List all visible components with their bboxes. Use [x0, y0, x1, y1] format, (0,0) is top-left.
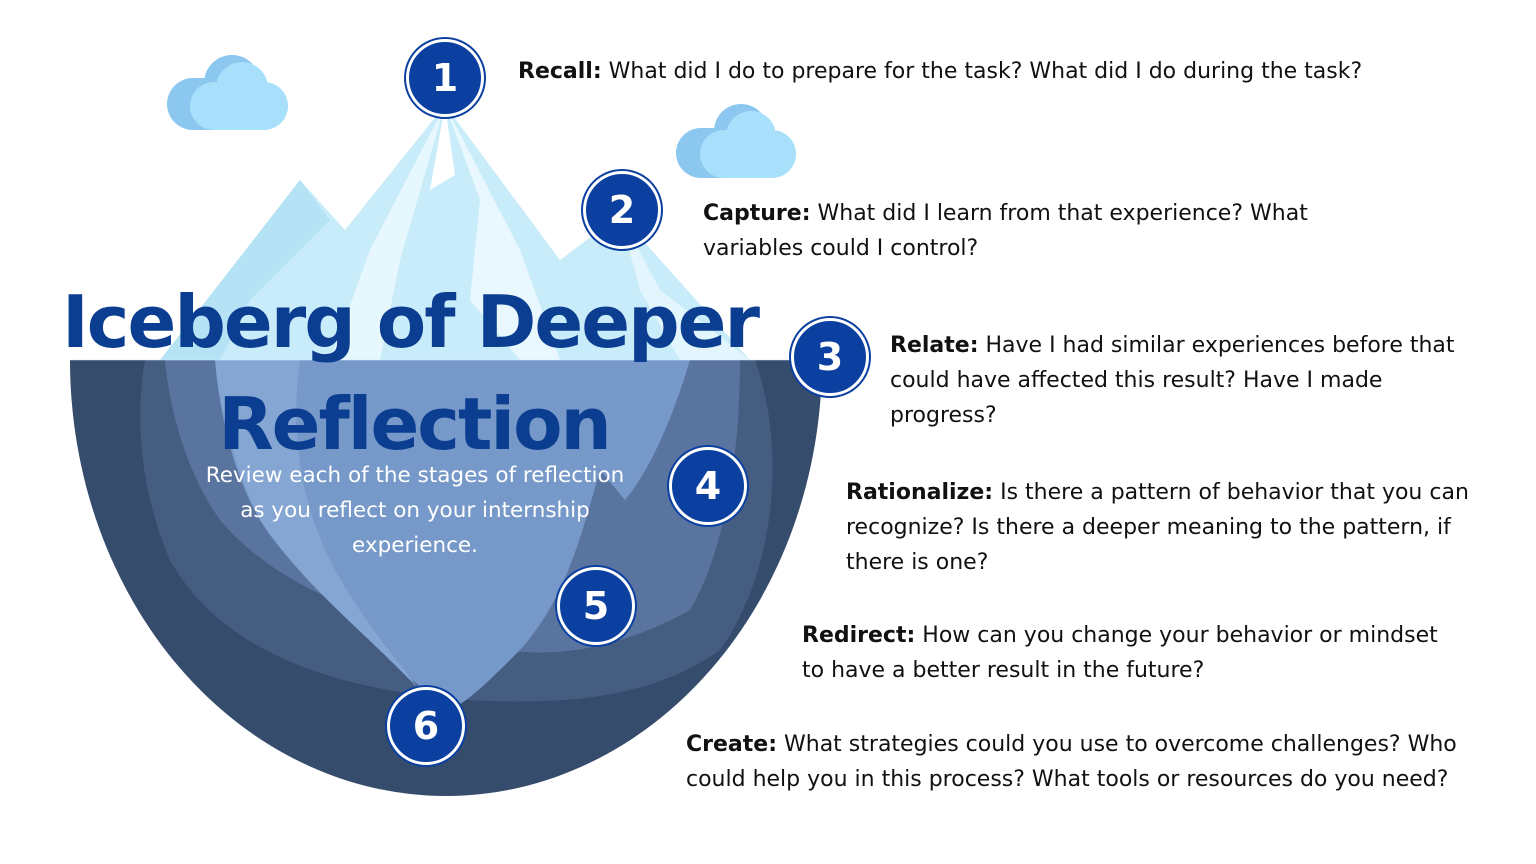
stage-name-separator: : [906, 623, 916, 648]
stage-description-4: Rationalize: Is there a pattern of behav… [846, 475, 1486, 580]
cloud-icon [167, 55, 288, 130]
stage-description-2: Capture: What did I learn from that expe… [703, 196, 1323, 266]
iceberg-tip [160, 105, 750, 360]
stage-badge-2: 2 [583, 171, 661, 249]
stage-text: What strategies could you use to overcom… [686, 732, 1457, 792]
subtitle: Review each of the stages of reflection … [205, 463, 625, 558]
stage-text: Have I had similar experiences before th… [890, 333, 1455, 428]
stage-text: What did I learn from that experience? W… [703, 201, 1308, 261]
stage-name: Relate [890, 333, 970, 358]
stage-name-separator: : [801, 201, 811, 226]
stage-name: Create [686, 732, 769, 757]
stage-badge-5: 5 [557, 567, 635, 645]
cloud-icon [676, 104, 796, 178]
stage-name-separator: : [592, 59, 602, 84]
stage-badge-3: 3 [791, 318, 869, 396]
stage-name: Rationalize [846, 480, 985, 505]
stage-text: What did I do to prepare for the task? W… [601, 59, 1363, 84]
stage-name: Redirect [802, 623, 907, 648]
stage-badge-1: 1 [406, 39, 484, 117]
stage-name: Recall [518, 59, 593, 84]
page-title-line-1: Iceberg of Deeper [62, 280, 760, 364]
stage-description-3: Relate: Have I had similar experiences b… [890, 328, 1490, 433]
stage-description-5: Redirect: How can you change your behavi… [802, 618, 1442, 688]
stage-name-separator: : [984, 480, 994, 505]
stage-text: How can you change your behavior or mind… [802, 623, 1438, 683]
stage-badge-4: 4 [669, 447, 747, 525]
stage-badge-6: 6 [387, 687, 465, 765]
stage-description-6: Create: What strategies could you use to… [686, 727, 1476, 797]
iceberg-underwater [215, 360, 690, 710]
stage-name: Capture [703, 201, 802, 226]
stage-text: Is there a pattern of behavior that you … [846, 480, 1469, 575]
stage-name-separator: : [969, 333, 979, 358]
stage-description-1: Recall: What did I do to prepare for the… [518, 54, 1518, 89]
page-title-line-2: Reflection [218, 382, 612, 466]
stage-name-separator: : [768, 732, 778, 757]
